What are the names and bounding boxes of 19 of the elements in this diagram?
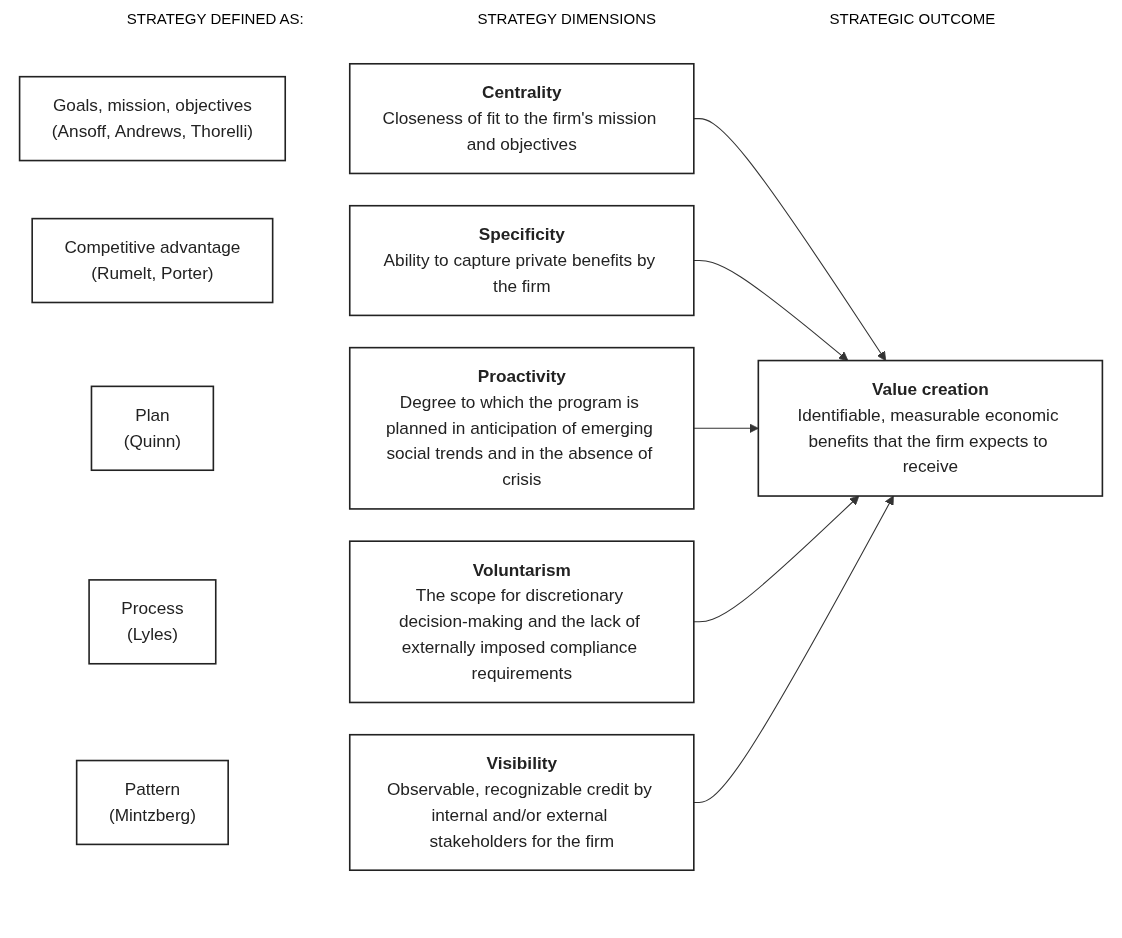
node-box: Process (Lyles) bbox=[88, 579, 217, 665]
node-box: Voluntarism The scope for discretionary decision-making and the lack of externally imposed compliance requirements bbox=[348, 540, 695, 704]
node-box: Centrality Closeness of fit to the firm's mission and objectives bbox=[348, 63, 695, 175]
arrow bbox=[693, 423, 759, 433]
column-heading: STRATEGY DEFINED AS: bbox=[126, 10, 304, 27]
node-box: Pattern (Mintzberg) bbox=[75, 759, 229, 846]
arrow bbox=[693, 495, 894, 803]
arrow bbox=[693, 260, 849, 361]
arrow bbox=[693, 495, 860, 623]
column-heading: STRATEGY DIMENSIONS bbox=[477, 10, 656, 27]
node-box: Competitive advantage (Rumelt, Porter) bbox=[31, 217, 274, 304]
column-heading: STRATEGIC OUTCOME bbox=[829, 10, 996, 27]
node-box: Proactivity Degree to which the program is planned in anticipation of emerging social trends and in the absence of crisis bbox=[348, 346, 695, 510]
node-box: Value creation Identifiable, measurable economic benefits that the firm expects to receive bbox=[757, 359, 1104, 497]
node-box: Goals, mission, objectives (Ansoff, Andrews, Thorelli) bbox=[18, 75, 287, 162]
node-box: Visibility Observable, recognizable credit by internal and/or external stakeholders for the firm bbox=[348, 733, 695, 871]
node-box: Plan (Quinn) bbox=[90, 385, 215, 472]
node-box: Specificity Ability to capture private benefits by the firm bbox=[348, 204, 695, 317]
arrow bbox=[693, 118, 887, 361]
